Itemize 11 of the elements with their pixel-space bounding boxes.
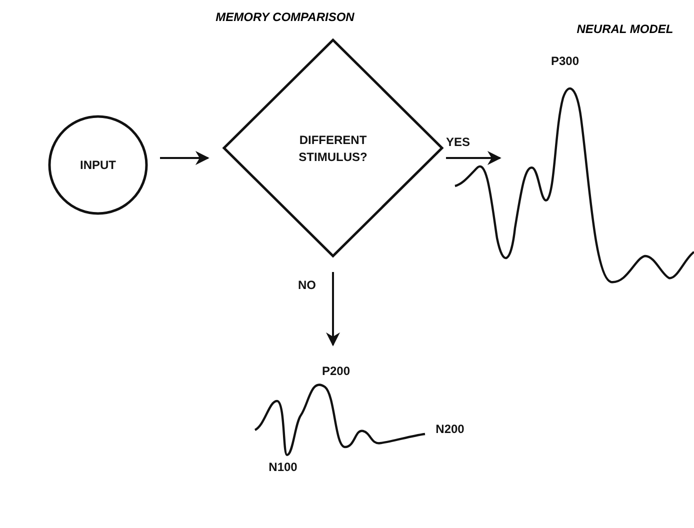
node-text: DIFFERENT STIMULUS? <box>298 132 368 166</box>
peak-label: P300 <box>550 54 580 68</box>
section-heading: MEMORY COMPARISON <box>214 10 356 24</box>
section-heading: NEURAL MODEL <box>576 22 674 36</box>
node-text: INPUT <box>79 157 117 174</box>
peak-label: N200 <box>434 422 466 436</box>
input-circle <box>48 115 148 215</box>
peak-label: P200 <box>320 364 352 378</box>
edge-label: YES <box>444 135 472 149</box>
decision-diamond <box>222 38 444 258</box>
peak-label: N100 <box>268 460 298 474</box>
